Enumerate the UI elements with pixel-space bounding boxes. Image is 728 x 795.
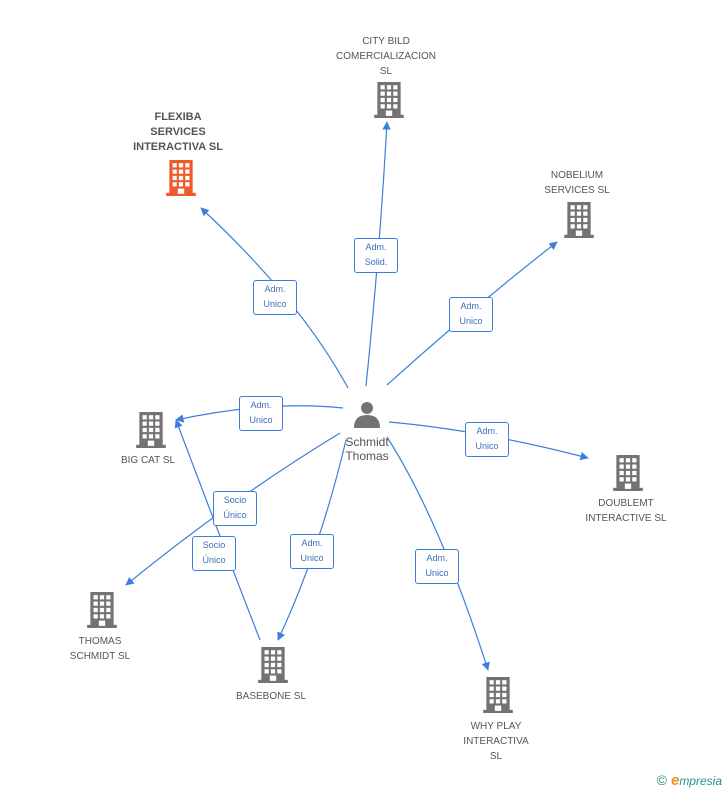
edge-label-bigcat[interactable]: Adm. Unico	[239, 396, 283, 431]
edge-label-basebone[interactable]: Adm. Unico	[290, 534, 334, 569]
node-label-thomas[interactable]: THOMAS SCHMIDT SL	[69, 636, 131, 662]
node-label-whyplay[interactable]: WHY PLAY INTERACTIVA SL	[463, 721, 529, 762]
node-label-basebone[interactable]: BASEBONE SL	[235, 691, 307, 702]
citybild-building-icon[interactable]	[374, 82, 404, 118]
node-label-bigcat[interactable]: BIG CAT SL	[120, 455, 176, 466]
flexiba-building-icon[interactable]	[166, 160, 196, 196]
edge-label-whyplay[interactable]: Adm. Unico	[415, 549, 459, 584]
thomas-building-icon[interactable]	[87, 592, 117, 628]
copyright: ©empresia	[657, 772, 722, 789]
person-label[interactable]: Schmidt Thomas	[345, 435, 389, 463]
person-icon[interactable]	[354, 402, 380, 428]
edge-label-nobelium[interactable]: Adm. Unico	[449, 297, 493, 332]
node-label-doublemt[interactable]: DOUBLEMT INTERACTIVE SL	[585, 498, 667, 524]
bigcat-building-icon[interactable]	[136, 412, 166, 448]
edge-label-thomas[interactable]: Socio Único	[213, 491, 257, 526]
whyplay-building-icon[interactable]	[483, 677, 513, 713]
doublemt-building-icon[interactable]	[613, 455, 643, 491]
nodes-layer	[87, 82, 643, 713]
node-label-citybild[interactable]: CITY BILD COMERCIALIZACION SL	[335, 36, 436, 77]
basebone-building-icon[interactable]	[258, 647, 288, 683]
brand-name: mpresia	[679, 774, 722, 788]
edge-label-bigcat-from-basebone[interactable]: Socio Único	[192, 536, 236, 571]
edge-label-doublemt[interactable]: Adm. Unico	[465, 422, 509, 457]
brand-initial: e	[670, 772, 680, 789]
edge-label-citybild[interactable]: Adm. Solid.	[354, 238, 398, 273]
nobelium-building-icon[interactable]	[564, 202, 594, 238]
node-label-flexiba[interactable]: FLEXIBA SERVICES INTERACTIVA SL	[133, 111, 223, 153]
node-label-nobelium[interactable]: NOBELIUM SERVICES SL	[544, 170, 610, 196]
edges-layer	[125, 121, 589, 671]
copyright-symbol: ©	[656, 772, 667, 788]
edge-label-flexiba[interactable]: Adm. Unico	[253, 280, 297, 315]
edge-center-to-whyplay	[386, 436, 490, 671]
